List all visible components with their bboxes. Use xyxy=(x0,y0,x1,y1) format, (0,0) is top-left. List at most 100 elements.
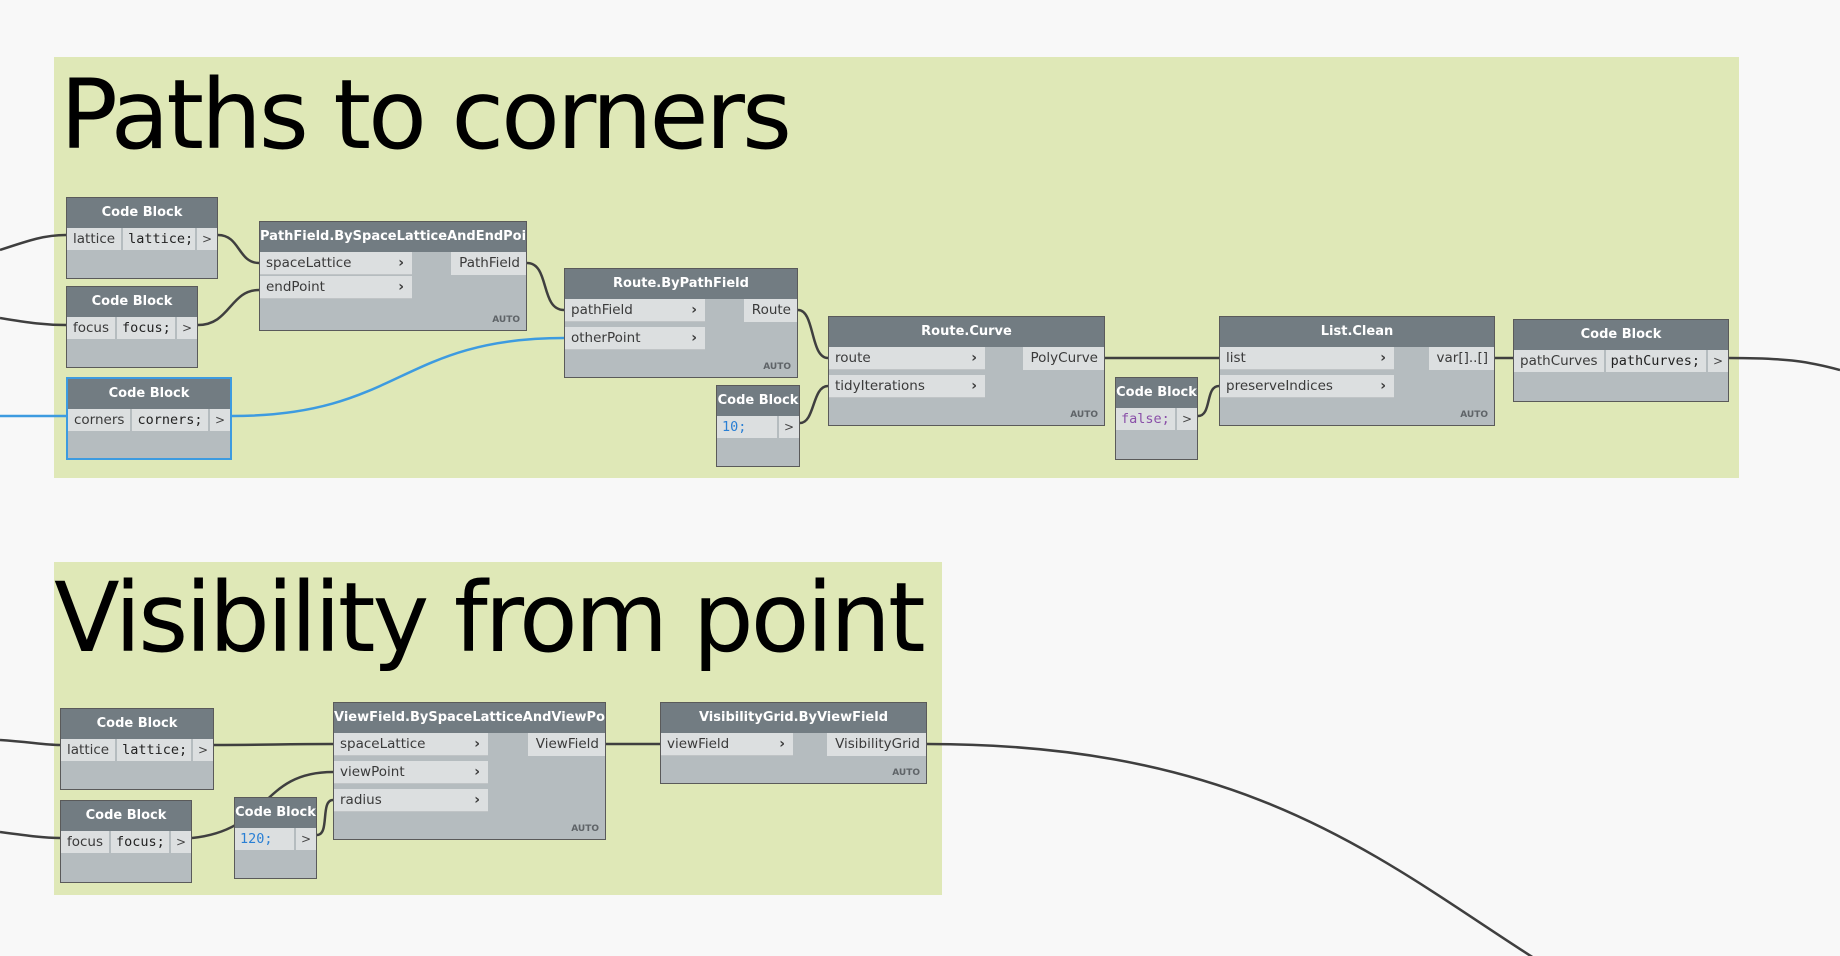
output-port[interactable]: > xyxy=(210,409,230,431)
wire xyxy=(1728,356,1840,372)
node-viewfield-byspacelatticeandviewpoint[interactable]: ViewField.BySpaceLatticeAndViewPoint spa… xyxy=(333,702,606,840)
chevron-right-icon: › xyxy=(779,736,785,752)
output-port-visibilitygrid[interactable]: VisibilityGrid xyxy=(827,733,926,756)
node-title[interactable]: Code Block xyxy=(1116,378,1197,408)
node-pathfield-byspacelatticeandendpoint[interactable]: PathField.BySpaceLatticeAndEndPoint spac… xyxy=(259,221,527,331)
code-block-corners[interactable]: Code Block corners corners; > xyxy=(66,377,232,460)
output-port[interactable]: > xyxy=(1708,350,1728,372)
wire xyxy=(0,830,61,840)
lacing-label: AUTO xyxy=(571,824,599,834)
output-port-route[interactable]: Route xyxy=(743,299,797,322)
lacing-label: AUTO xyxy=(1070,410,1098,420)
output-port-var[interactable]: var[]..[] xyxy=(1428,347,1494,370)
port-label: preserveIndices xyxy=(1226,378,1333,394)
wire xyxy=(926,742,1534,956)
code-editor[interactable]: focus; xyxy=(117,317,177,339)
node-title[interactable]: VisibilityGrid.ByViewField xyxy=(661,703,926,733)
wire xyxy=(0,738,61,747)
code-block-lattice[interactable]: Code Block lattice lattice; > xyxy=(66,197,218,279)
chevron-right-icon: › xyxy=(398,279,404,295)
input-port-tidyiterations[interactable]: tidyIterations › xyxy=(829,375,985,398)
node-title[interactable]: PathField.BySpaceLatticeAndEndPoint xyxy=(260,222,526,252)
port-label: list xyxy=(1226,350,1246,366)
chevron-right-icon: › xyxy=(1380,350,1386,366)
input-port-focus[interactable]: focus xyxy=(67,317,118,339)
code-editor[interactable]: pathCurves; xyxy=(1605,350,1708,372)
port-label: spaceLattice xyxy=(266,255,352,271)
code-editor[interactable]: focus; xyxy=(111,831,171,853)
group-title[interactable]: Visibility from point xyxy=(54,562,926,674)
port-label: pathField xyxy=(571,302,633,318)
output-port[interactable]: > xyxy=(197,228,217,250)
output-port[interactable]: > xyxy=(1177,408,1197,430)
node-list-clean[interactable]: List.Clean list › preserveIndices› var[].… xyxy=(1219,316,1495,426)
code-block-120[interactable]: Code Block 120; > xyxy=(234,797,317,879)
port-label: viewPoint xyxy=(340,764,405,780)
code-editor[interactable]: lattice; xyxy=(117,739,193,761)
code-block-10[interactable]: Code Block 10; > xyxy=(716,385,800,467)
code-block-focus[interactable]: Code Block focus focus; > xyxy=(66,286,198,368)
node-title[interactable]: Route.ByPathField xyxy=(565,269,797,299)
node-visibilitygrid-byviewfield[interactable]: VisibilityGrid.ByViewField viewField› Vi… xyxy=(660,702,927,784)
output-port-polycurve[interactable]: PolyCurve xyxy=(1022,347,1104,370)
output-port[interactable]: > xyxy=(193,739,213,761)
code-block-focus-2[interactable]: Code Block focus focus; > xyxy=(60,800,192,883)
node-title[interactable]: Route.Curve xyxy=(829,317,1104,347)
input-port-lattice[interactable]: lattice xyxy=(67,228,124,250)
port-label: endPoint xyxy=(266,279,325,295)
port-label: tidyIterations xyxy=(835,378,925,394)
output-port[interactable]: > xyxy=(177,317,197,339)
input-port-spacelattice[interactable]: spaceLattice › xyxy=(260,252,412,275)
lacing-label: AUTO xyxy=(763,362,791,372)
input-port-radius[interactable]: radius› xyxy=(334,789,488,812)
code-editor[interactable]: 10; xyxy=(717,416,779,438)
node-title[interactable]: List.Clean xyxy=(1220,317,1494,347)
input-port-viewpoint[interactable]: viewPoint › xyxy=(334,761,488,784)
node-title[interactable]: Code Block xyxy=(67,198,217,228)
input-port-list[interactable]: list › xyxy=(1220,347,1394,370)
output-port[interactable]: > xyxy=(296,828,316,850)
input-port-endpoint[interactable]: endPoint › xyxy=(260,276,412,299)
input-port-route[interactable]: route› xyxy=(829,347,985,370)
lacing-label: AUTO xyxy=(1460,410,1488,420)
lacing-label: AUTO xyxy=(492,315,520,325)
node-title[interactable]: Code Block xyxy=(67,287,197,317)
port-label: radius xyxy=(340,792,382,808)
code-block-lattice-2[interactable]: Code Block lattice lattice; > xyxy=(60,708,214,790)
node-title[interactable]: ViewField.BySpaceLatticeAndViewPoint xyxy=(334,703,605,733)
code-block-false[interactable]: Code Block false; > xyxy=(1115,377,1198,460)
node-title[interactable]: Code Block xyxy=(1514,320,1728,350)
input-port-pathcurves[interactable]: pathCurves xyxy=(1514,350,1606,372)
group-title[interactable]: Paths to corners xyxy=(60,59,792,171)
lacing-label: AUTO xyxy=(892,768,920,778)
chevron-right-icon: › xyxy=(474,736,480,752)
node-route-curve[interactable]: Route.Curve route› tidyIterations › PolyC… xyxy=(828,316,1105,426)
chevron-right-icon: › xyxy=(474,764,480,780)
input-port-viewfield[interactable]: viewField› xyxy=(661,733,793,756)
output-port-pathfield[interactable]: PathField xyxy=(451,252,526,275)
input-port-corners[interactable]: corners xyxy=(68,409,133,431)
chevron-right-icon: › xyxy=(971,378,977,394)
code-editor[interactable]: corners; xyxy=(132,409,210,431)
input-port-focus[interactable]: focus xyxy=(61,831,112,853)
node-title[interactable]: Code Block xyxy=(68,379,230,409)
node-title[interactable]: Code Block xyxy=(235,798,316,828)
input-port-preserveindices[interactable]: preserveIndices› xyxy=(1220,375,1394,398)
output-port[interactable]: > xyxy=(779,416,799,438)
input-port-otherpoint[interactable]: otherPoint› xyxy=(565,327,705,350)
node-title[interactable]: Code Block xyxy=(717,386,799,416)
code-editor[interactable]: lattice; xyxy=(123,228,197,250)
chevron-right-icon: › xyxy=(398,255,404,271)
chevron-right-icon: › xyxy=(691,302,697,318)
output-port[interactable]: > xyxy=(171,831,191,853)
code-editor[interactable]: false; xyxy=(1116,408,1177,430)
input-port-pathfield[interactable]: pathField › xyxy=(565,299,705,322)
code-editor[interactable]: 120; xyxy=(235,828,296,850)
node-title[interactable]: Code Block xyxy=(61,709,213,739)
code-block-pathcurves[interactable]: Code Block pathCurves pathCurves; > xyxy=(1513,319,1729,402)
node-title[interactable]: Code Block xyxy=(61,801,191,831)
node-route-bypathfield[interactable]: Route.ByPathField pathField › otherPoint›… xyxy=(564,268,798,378)
input-port-spacelattice[interactable]: spaceLattice› xyxy=(334,733,488,756)
input-port-lattice[interactable]: lattice xyxy=(61,739,118,761)
output-port-viewfield[interactable]: ViewField xyxy=(527,733,605,756)
